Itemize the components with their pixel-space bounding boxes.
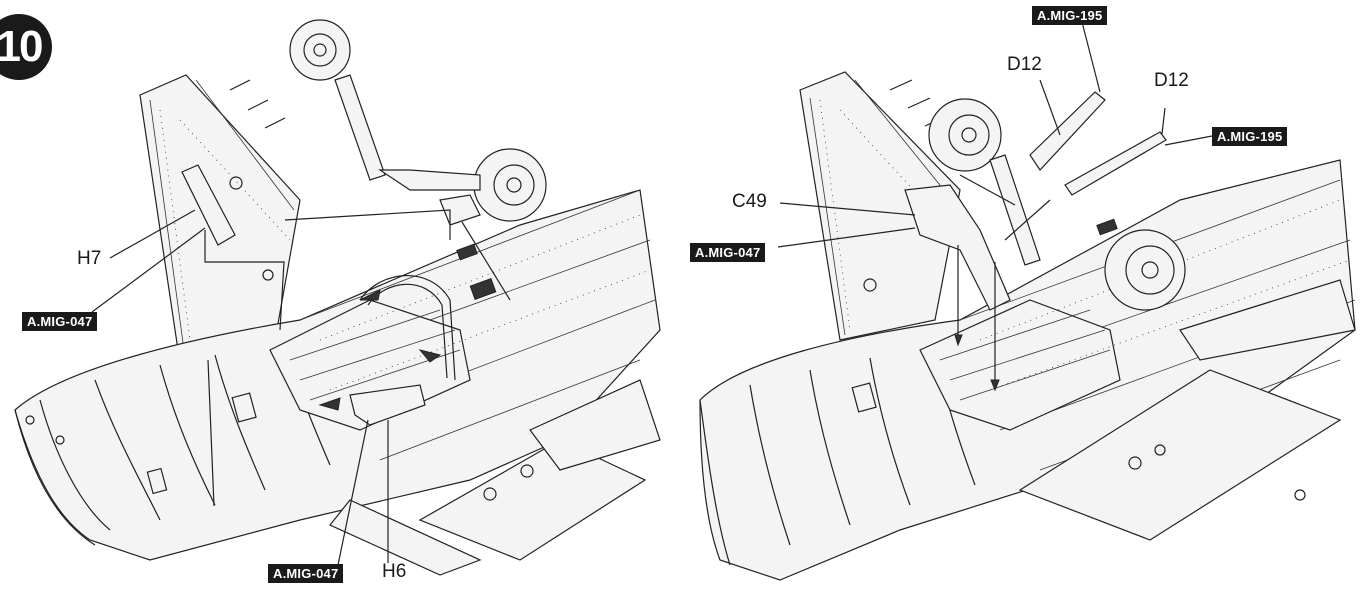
right-airframe (699, 71, 1356, 581)
part-h6-drawing (349, 384, 426, 426)
paint-tag-left-upper: A.MIG-047 (22, 312, 98, 331)
left-leader-lines (91, 209, 511, 566)
part-label-c49: C49 (732, 191, 767, 212)
left-landing-gear (289, 19, 547, 226)
right-open-bay (919, 299, 1121, 431)
right-vertical-fin (799, 71, 961, 341)
paint-tag-right-side: A.MIG-195 (1212, 127, 1288, 146)
paint-tag-left-lower: A.MIG-047 (268, 564, 344, 583)
part-label-h7: H7 (77, 248, 102, 269)
paint-tag-right-top: A.MIG-195 (1032, 6, 1108, 25)
left-stabilizer (418, 439, 647, 561)
part-h7-drawing (181, 164, 236, 246)
step-number-badge: 10 (0, 14, 52, 80)
part-d12-right-drawing (1064, 131, 1167, 196)
part-label-h6: H6 (382, 561, 407, 582)
right-stabilizer (1018, 369, 1342, 541)
part-label-d12-right: D12 (1154, 70, 1189, 91)
right-leader-lines (777, 21, 1213, 392)
left-airframe (14, 74, 661, 576)
right-landing-gear (928, 98, 1186, 311)
part-d12-left-drawing (1029, 91, 1106, 171)
paint-tag-right-left: A.MIG-047 (690, 243, 766, 262)
part-label-d12-left: D12 (1007, 54, 1042, 75)
